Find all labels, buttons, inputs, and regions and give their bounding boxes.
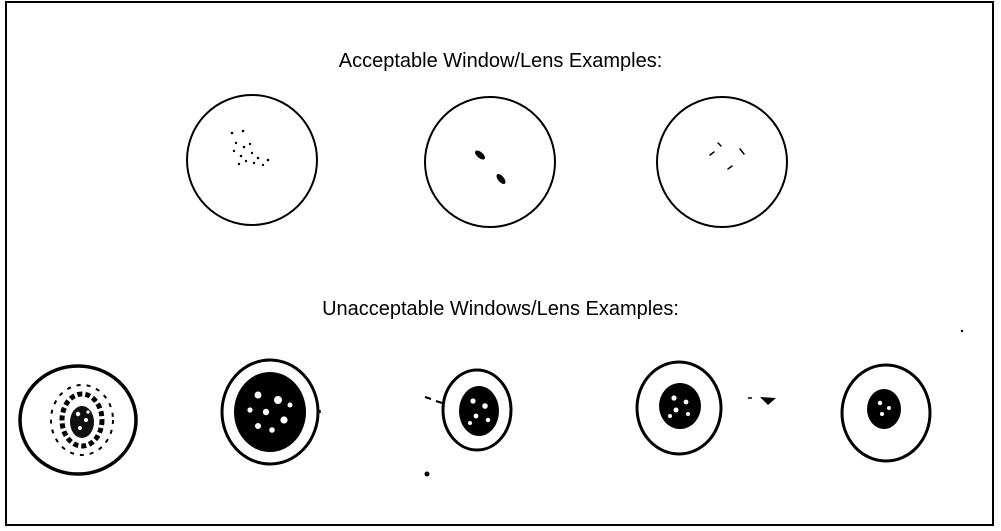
unacceptable-lens-3 bbox=[425, 370, 512, 477]
acceptable-lens-1 bbox=[187, 95, 317, 225]
acceptable-lens-2 bbox=[425, 97, 555, 227]
acceptable-lens-3 bbox=[657, 97, 787, 227]
unacceptable-lens-1 bbox=[20, 366, 136, 474]
unacceptable-lens-2 bbox=[222, 360, 320, 464]
unacceptable-lens-4 bbox=[637, 362, 776, 454]
unacceptable-lens-5 bbox=[842, 330, 963, 461]
